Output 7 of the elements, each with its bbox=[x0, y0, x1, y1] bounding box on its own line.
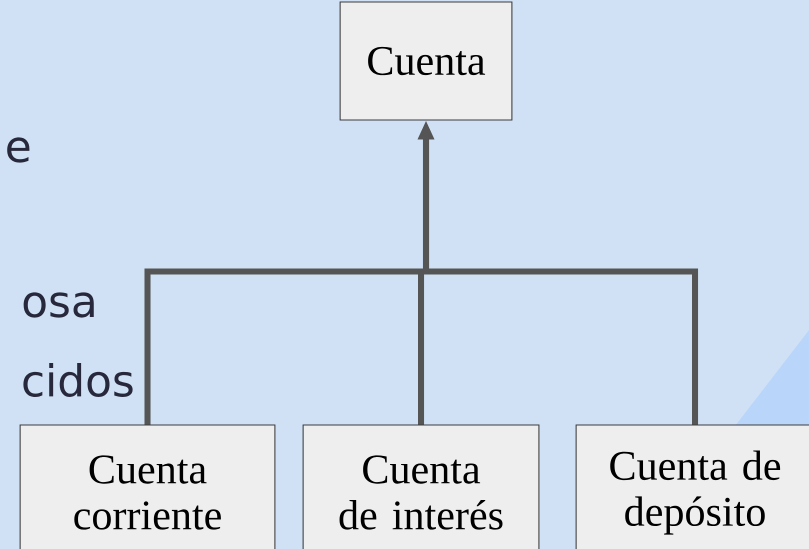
slide-text: osa bbox=[24, 292, 94, 318]
class-box: Cuenta de interés bbox=[302, 424, 540, 549]
class-box: Cuenta corriente bbox=[20, 424, 276, 549]
slide-text: cidos bbox=[23, 363, 133, 397]
class-box: Cuenta bbox=[340, 1, 512, 121]
slide-text: e bbox=[7, 137, 30, 163]
class-box: Cuenta de depósito bbox=[576, 424, 809, 549]
